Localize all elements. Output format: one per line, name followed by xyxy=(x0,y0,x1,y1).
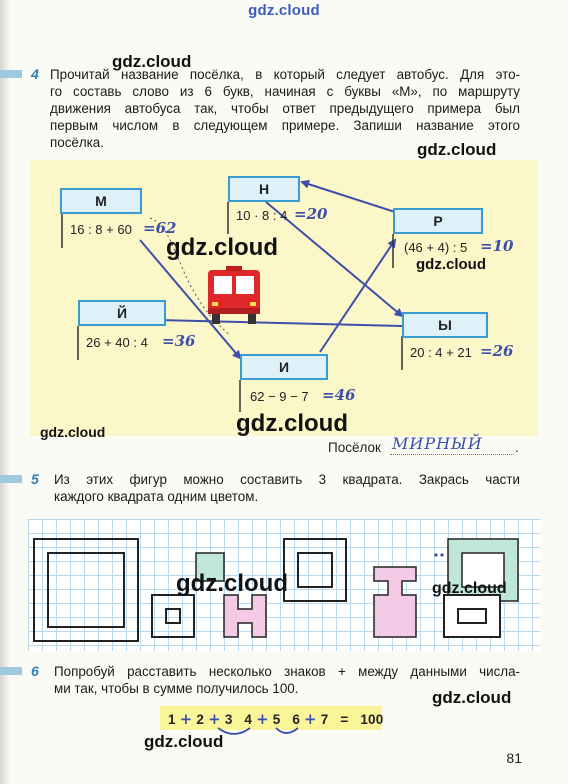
task4-number: 4 xyxy=(31,66,39,82)
watermark: gdz.cloud xyxy=(166,234,278,261)
stop-j-expression: 26 + 40 : 4 xyxy=(86,335,148,350)
task5-margin-marker xyxy=(0,475,22,483)
task6-text: Попробуй расставить несколько знаков + м… xyxy=(54,663,520,697)
stop-y-expression: 20 : 4 + 21 xyxy=(410,345,472,360)
page-edge-shadow xyxy=(0,0,10,784)
task6-number: 6 xyxy=(31,663,39,679)
task5-line-1: Из этих фигур можно составить 3 квадрата… xyxy=(54,472,520,487)
answer-underline xyxy=(390,454,514,455)
task5-line-2: каждого квадрата одним цветом. xyxy=(54,489,259,504)
task6-line-2: ми так, чтобы в сумме получилось 100. xyxy=(54,681,299,696)
task4-line-4: первым числом в следующем примере. Запиш… xyxy=(50,118,520,133)
arrow-i-to-r xyxy=(319,238,397,353)
watermark: gdz.cloud xyxy=(40,424,106,440)
stop-m-expression: 16 : 8 + 60 xyxy=(70,222,132,237)
stop-n-expression: 10 · 8 : 4 xyxy=(236,208,288,223)
answer-end-mark: . xyxy=(515,440,519,455)
stop-n-letter: Н xyxy=(228,176,300,202)
stop-r-expression: (46 + 4) : 5 xyxy=(404,240,468,255)
plus-sign: + xyxy=(304,710,317,728)
watermark: gdz.cloud xyxy=(432,580,507,597)
arrow-m-to-i xyxy=(139,239,242,360)
page-number: 81 xyxy=(506,750,522,766)
sum-result: 100 xyxy=(360,712,384,727)
task4-line-3: движения автобуса так, чтобы ответ преды… xyxy=(50,101,520,116)
task4-line-5: посёлка. xyxy=(50,135,104,150)
arrow-y-to-j xyxy=(156,315,403,327)
stop-y-answer: =26 xyxy=(480,342,514,360)
stop-i-answer: =46 xyxy=(322,386,356,404)
sum-digit: 6 xyxy=(292,712,301,727)
stop-r-answer: =10 xyxy=(480,237,514,255)
arrow-r-to-n xyxy=(300,179,396,213)
answer-value: МИРНЫЙ xyxy=(392,434,483,453)
watermark: gdz.cloud xyxy=(416,256,486,273)
stop-r-letter: Р xyxy=(393,208,483,234)
top-watermark: gdz.cloud xyxy=(248,2,320,19)
stop-j-answer: =36 xyxy=(162,332,196,350)
square-pieces xyxy=(33,538,519,642)
watermark: gdz.cloud xyxy=(236,410,348,437)
stop-m-letter: М xyxy=(60,188,142,214)
sum-expression: 1 + 2 + 3 4 + 5 6 + 7 = 100 xyxy=(168,710,383,728)
task4-margin-marker xyxy=(0,70,22,78)
stop-i-letter: И xyxy=(240,354,328,380)
sum-highlight xyxy=(160,706,382,730)
sum-digit: 2 xyxy=(196,712,205,727)
stop-i-expression: 62 − 9 − 7 xyxy=(250,389,309,404)
answer-label: Посёлок xyxy=(328,440,381,455)
watermark: gdz.cloud xyxy=(144,732,224,751)
task5-text: Из этих фигур можно составить 3 квадрата… xyxy=(54,471,520,505)
task4-line-2: го составь слово из 6 букв, начиная с бу… xyxy=(50,84,520,99)
equals-sign: = xyxy=(340,712,349,727)
stop-n-answer: =20 xyxy=(294,205,328,223)
task4-text: Прочитай название посёлка, в который сле… xyxy=(50,66,520,151)
task5-number: 5 xyxy=(31,471,39,487)
sum-digit: 7 xyxy=(320,712,329,727)
sum-digit: 5 xyxy=(272,712,281,727)
stop-m-answer: =62 xyxy=(143,219,177,237)
sum-digit: 4 xyxy=(244,712,253,727)
watermark: gdz.cloud xyxy=(112,52,192,71)
arrow-n-to-y xyxy=(265,201,404,318)
task6-line-1: Попробуй расставить несколько знаков + м… xyxy=(54,664,520,679)
watermark: gdz.cloud xyxy=(432,688,512,707)
sum-digit: 1 xyxy=(168,712,176,727)
sum-digit: 3 xyxy=(224,712,233,727)
task4-line-1: Прочитай название посёлка, в который сле… xyxy=(50,67,520,82)
plus-sign: + xyxy=(256,710,269,728)
stop-y-letter: Ы xyxy=(402,312,488,338)
watermark: gdz.cloud xyxy=(176,570,288,597)
plus-sign: + xyxy=(208,710,221,728)
bus-icon xyxy=(208,266,260,324)
task6-margin-marker xyxy=(0,667,22,675)
plus-sign: + xyxy=(179,710,193,728)
watermark: gdz.cloud xyxy=(417,140,497,159)
stop-j-letter: Й xyxy=(78,300,166,326)
